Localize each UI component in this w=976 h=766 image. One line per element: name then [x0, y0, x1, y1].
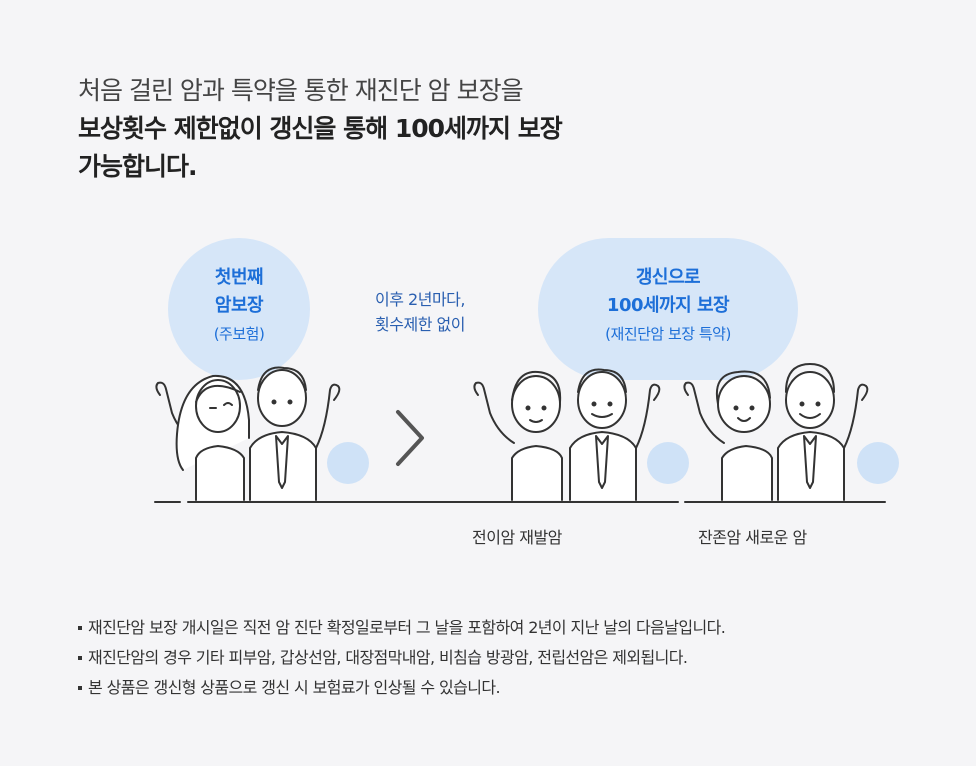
headline-line-2: 보상횟수 제한없이 갱신을 통해 100세까지 보장 — [78, 114, 563, 143]
note-item: 재진단암 보장 개시일은 직전 암 진단 확정일로부터 그 날을 포함하여 2년… — [78, 613, 726, 643]
first-coverage-title-1: 첫번째 — [214, 267, 264, 288]
renewal-coverage-title-1: 갱신으로 — [635, 267, 701, 288]
deco-circle-icon — [327, 442, 369, 484]
renewal-coverage-title-2: 100세까지 보장 — [606, 295, 730, 316]
elderly-man-icon — [777, 363, 869, 501]
middle-aged-woman-icon — [473, 370, 563, 501]
renewal-coverage-sub: (재진단암 보장 특약) — [605, 325, 731, 343]
deco-circle-icon — [857, 442, 899, 484]
renewal-interval-note: 이후 2년마다, 횟수제한 없이 — [340, 287, 500, 337]
headline-line-3: 가능합니다. — [78, 152, 197, 181]
next-arrow-icon — [396, 410, 424, 466]
middle-aged-man-icon — [569, 368, 661, 501]
elderly-woman-icon — [683, 370, 773, 501]
headline: 처음 걸린 암과 특약을 통한 재진단 암 보장을 보상횟수 제한없이 갱신을 … — [78, 72, 563, 186]
deco-circle-icon — [647, 442, 689, 484]
renewal-note-line-2: 횟수제한 없이 — [375, 315, 465, 334]
headline-line-1: 처음 걸린 암과 특약을 통한 재진단 암 보장을 — [78, 76, 524, 105]
label-metastatic-recurrent: 전이암 재발암 — [472, 528, 562, 547]
young-woman-icon — [155, 374, 250, 501]
notes-list: 재진단암 보장 개시일은 직전 암 진단 확정일로부터 그 날을 포함하여 2년… — [78, 613, 726, 703]
young-man-icon — [249, 366, 341, 501]
label-residual-new: 잔존암 새로운 암 — [698, 528, 807, 547]
renewal-coverage-bubble: 갱신으로 100세까지 보장 (재진단암 보장 특약) — [538, 238, 798, 380]
first-coverage-sub: (주보험) — [213, 325, 265, 343]
renewal-note-line-1: 이후 2년마다, — [375, 290, 465, 309]
first-coverage-bubble: 첫번째 암보장 (주보험) — [168, 238, 310, 380]
first-coverage-title-2: 암보장 — [214, 295, 264, 316]
note-item: 재진단암의 경우 기타 피부암, 갑상선암, 대장점막내암, 비침습 방광암, … — [78, 643, 725, 673]
note-item: 본 상품은 갱신형 상품으로 갱신 시 보험료가 인상될 수 있습니다. — [78, 673, 725, 703]
